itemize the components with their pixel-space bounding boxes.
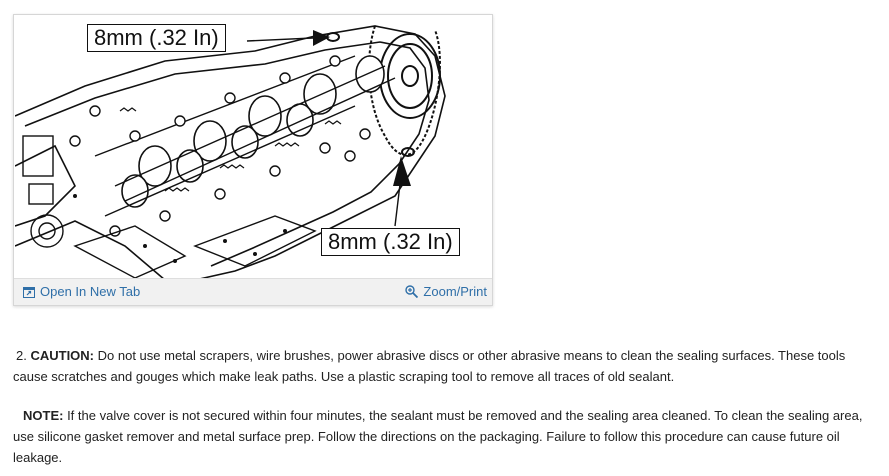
caution-label: CAUTION:: [30, 348, 95, 363]
magnifier-plus-icon: [405, 285, 419, 298]
figure-toolbar: Open In New Tab Zoom/Print: [14, 278, 492, 305]
note-text: If the valve cover is not secured within…: [13, 408, 863, 465]
note-paragraph: NOTE: If the valve cover is not secured …: [13, 405, 879, 468]
open-in-new-tab-link[interactable]: Open In New Tab: [23, 284, 140, 299]
torque-callout-top: 8mm (.32 In): [87, 24, 226, 52]
zoom-print-link[interactable]: Zoom/Print: [405, 284, 487, 299]
step-number: 2.: [16, 348, 27, 363]
figure-card: 8mm (.32 In) 8mm (.32 In) Open In New Ta…: [13, 14, 493, 306]
torque-callout-bottom: 8mm (.32 In): [321, 228, 460, 256]
caution-text: Do not use metal scrapers, wire brushes,…: [13, 348, 846, 384]
engine-cylinder-head-diagram[interactable]: 8mm (.32 In) 8mm (.32 In): [15, 16, 491, 280]
open-in-new-tab-label: Open In New Tab: [40, 284, 141, 299]
caution-step: 2. CAUTION: Do not use metal scrapers, w…: [13, 345, 879, 387]
note-label: NOTE:: [23, 408, 64, 423]
zoom-print-label: Zoom/Print: [423, 284, 487, 299]
open-in-new-tab-icon: [23, 286, 35, 298]
